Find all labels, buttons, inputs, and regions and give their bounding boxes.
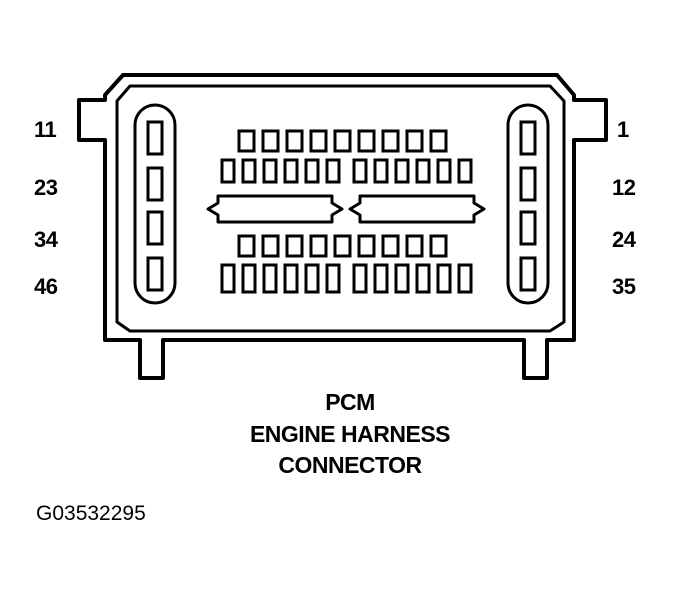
left-column-terminals bbox=[146, 120, 164, 292]
figure-id: G03532295 bbox=[36, 502, 146, 525]
connector-housing bbox=[77, 73, 608, 380]
caption-line-2: ENGINE HARNESS bbox=[249, 421, 451, 447]
pin-label-left-4: 46 bbox=[34, 274, 58, 299]
terminal-row-1 bbox=[237, 129, 448, 153]
terminal-row-4 bbox=[220, 263, 473, 294]
pin-label-left-3: 34 bbox=[34, 227, 58, 252]
terminal-row-2 bbox=[220, 158, 473, 184]
pin-label-left-1: 11 bbox=[34, 117, 57, 142]
pin-label-right-2: 12 bbox=[612, 175, 636, 200]
left-pin-column bbox=[133, 103, 177, 305]
caption-line-1: PCM bbox=[325, 389, 375, 415]
pin-label-left-2: 23 bbox=[34, 175, 58, 200]
terminal-row-3 bbox=[237, 234, 448, 258]
caption-line-3: CONNECTOR bbox=[278, 452, 422, 478]
right-column-terminals bbox=[519, 120, 537, 292]
pin-label-right-1: 1 bbox=[617, 117, 629, 142]
key-slot-right bbox=[348, 194, 486, 224]
right-pin-column bbox=[506, 103, 550, 305]
pin-label-right-3: 24 bbox=[612, 227, 636, 252]
connector-inner-frame bbox=[115, 84, 566, 333]
key-slot-left bbox=[206, 194, 344, 224]
pin-label-right-4: 35 bbox=[612, 274, 636, 299]
